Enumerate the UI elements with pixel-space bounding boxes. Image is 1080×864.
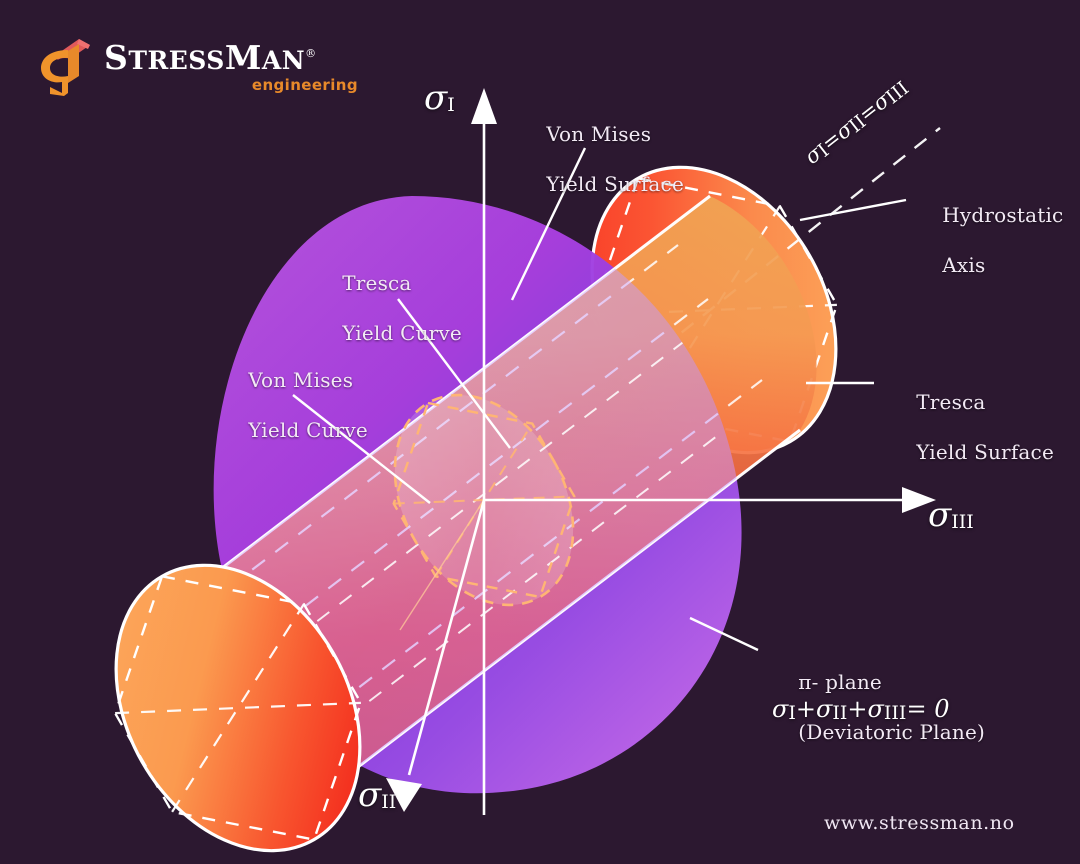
leader-lines [292,147,907,652]
sigma-2-arrowhead [386,778,422,812]
annotation-von-mises-curve: Von Mises Yield Curve [248,368,368,442]
annotation-von-mises-surface: Von Mises Yield Surface [546,122,684,196]
logo-name-tail: AN [261,46,306,75]
annotation-pi-plane: π- plane (Deviatoric Plane) [798,670,986,744]
leader-von-mises-surface [510,147,587,301]
annotation-tresca-surface: Tresca Yield Surface [916,390,1054,464]
logo-wordmark: STRESSMAN® [104,36,317,79]
stressman-logo-mark [41,39,90,96]
sigma-2-axis [386,499,486,812]
leader-pi-plane [689,616,759,652]
sigma-3-arrowhead [902,487,936,513]
cylinder-front [113,563,363,853]
logo-name-rest: TRESS [128,46,225,75]
annotation-hydrostatic-axis: Hydrostatic Axis [942,203,1064,277]
sigma-1-label: σI [424,78,455,118]
leader-hydrostatic [799,198,907,222]
sigma-1-arrowhead [471,88,497,124]
annotation-tresca-curve: Tresca Yield Curve [342,271,462,345]
near-end-cap [113,563,363,853]
logo-registered-mark: ® [305,47,317,60]
sigma-3-label: σIII [928,495,974,535]
logo-name-lead: S [104,38,129,77]
annotation-pi-plane-equation: σI+σII+σIII= 0 [772,695,950,724]
veil-dashes [213,310,742,787]
brand-logo[interactable]: STRESSMAN® engineering [38,34,358,100]
sigma-3-axis [484,487,936,513]
logo-tagline: engineering [251,76,358,94]
principal-axes [386,88,936,815]
leader-von-mises-curve [292,394,431,504]
leader-tresca-curve [397,298,511,449]
sigma-1-axis [471,88,497,815]
logo-name-m: M [224,38,262,77]
sigma-2-label: σII [358,775,397,815]
website-url[interactable]: www.stressman.no [824,812,1015,834]
